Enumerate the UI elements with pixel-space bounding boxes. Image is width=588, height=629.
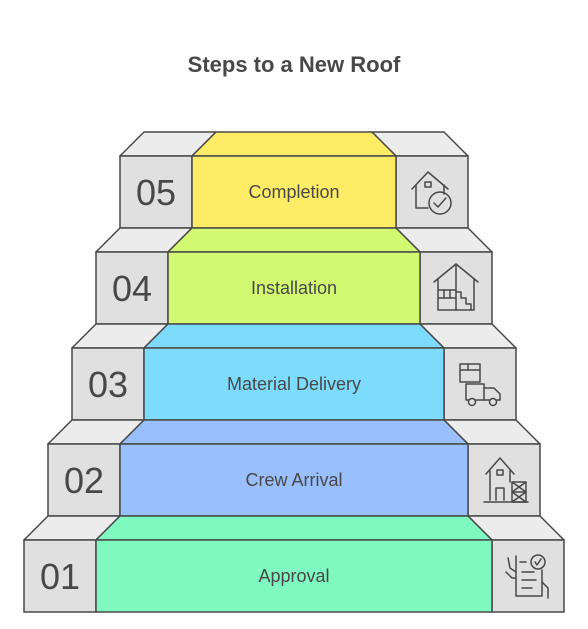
step-05: 05 Completion xyxy=(119,131,469,229)
step-03-number: 03 xyxy=(88,364,128,405)
step-02-label: Crew Arrival xyxy=(245,470,342,490)
step-02: 02 Crew Arrival xyxy=(47,419,541,517)
house-check-icon xyxy=(411,171,452,215)
checklist-hand-icon xyxy=(505,554,549,599)
step-01-number-box xyxy=(23,539,97,613)
step-02-center-tread xyxy=(119,419,469,445)
step-05-label: Completion xyxy=(248,182,339,202)
step-05-label-box xyxy=(191,155,397,229)
step-04-number: 04 xyxy=(112,268,152,309)
step-01-center-tread xyxy=(95,515,493,541)
step-02-number: 02 xyxy=(64,460,104,501)
step-01-label-box xyxy=(95,539,493,613)
step-04: 04 Installation xyxy=(95,227,493,325)
step-04-label: Installation xyxy=(251,278,337,298)
step-01-number: 01 xyxy=(40,556,80,597)
step-05-icon-box xyxy=(395,155,469,229)
step-03-label: Material Delivery xyxy=(227,374,361,394)
step-01: 01 Approval xyxy=(23,515,565,613)
step-05-center-tread xyxy=(191,131,397,157)
step-01-icon-box xyxy=(491,539,565,613)
step-04-label-box xyxy=(167,251,421,325)
step-02-icon-box xyxy=(467,443,541,517)
step-04-center-tread xyxy=(167,227,421,253)
step-03-number-box xyxy=(71,347,145,421)
step-02-label-box xyxy=(119,443,469,517)
house-stairs-icon xyxy=(433,263,479,311)
step-03: 03 Material Delivery xyxy=(71,323,517,421)
step-05-number: 05 xyxy=(136,172,176,213)
house-scaffold-icon xyxy=(483,457,529,503)
step-03-center-tread xyxy=(143,323,445,349)
diagram-title: Steps to a New Roof xyxy=(187,52,401,77)
box-truck-icon xyxy=(459,363,501,407)
step-01-label: Approval xyxy=(258,566,329,586)
